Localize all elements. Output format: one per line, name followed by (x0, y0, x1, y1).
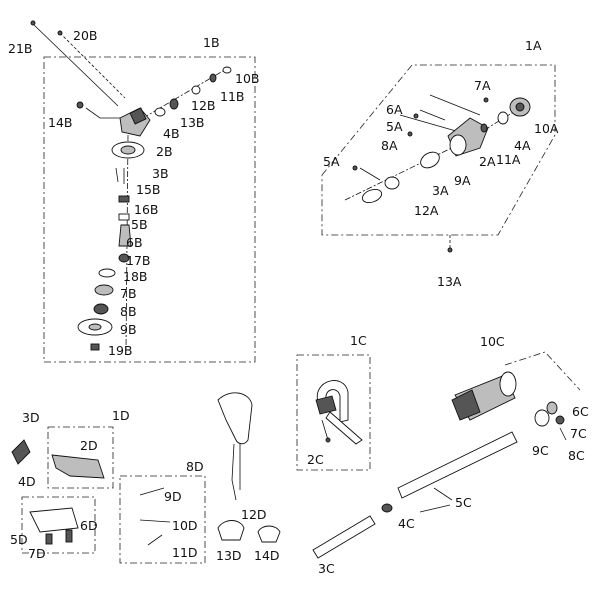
label-6b: 6B (126, 235, 143, 250)
label-14b: 14B (48, 115, 72, 130)
group-d: 3D 1D 2D 4D 6D 5D 7D 8D 9D 10D 11D 12D 1… (10, 392, 281, 564)
label-13a: 13A (437, 274, 462, 289)
group-1d-outline (47, 426, 114, 489)
label-11b: 11B (220, 89, 244, 104)
label-3d: 3D (22, 410, 40, 425)
label-9d: 9D (164, 489, 182, 504)
shaft-head-part (119, 107, 151, 137)
handle-part (315, 380, 363, 445)
label-10b: 10B (235, 71, 259, 86)
label-3b: 3B (152, 166, 169, 181)
gear-housing-parts (77, 141, 145, 351)
label-8b: 8B (120, 304, 137, 319)
label-5a-top: 5A (386, 119, 403, 134)
label-5c: 5C (455, 495, 472, 510)
group-1c-outline (296, 354, 371, 471)
label-5d: 5D (10, 532, 28, 547)
label-12b: 12B (191, 98, 215, 113)
label-21b: 21B (8, 41, 32, 56)
label-3a: 3A (432, 183, 449, 198)
guard-parts (11, 439, 105, 545)
goggles-part (217, 520, 281, 543)
label-2d: 2D (80, 438, 98, 453)
label-3c: 3C (318, 561, 335, 576)
tool-parts (139, 487, 171, 546)
label-2b: 2B (156, 144, 173, 159)
label-10a: 10A (534, 121, 559, 136)
label-9a: 9A (454, 173, 471, 188)
label-11a: 11A (496, 152, 521, 167)
label-4b: 4B (163, 126, 180, 141)
label-17b: 17B (126, 253, 150, 268)
label-5b: 5B (131, 217, 148, 232)
bearing-parts (30, 20, 232, 117)
coupling-parts (534, 401, 567, 441)
label-7c: 7C (570, 426, 587, 441)
label-12d: 12D (241, 507, 267, 522)
label-8c: 8C (568, 448, 585, 463)
group-c: 1C 2C 10C 6C 7C 9C 8C 5C 4C 3C (296, 333, 589, 576)
label-20b: 20B (73, 28, 97, 43)
group-1a-outline (321, 64, 556, 236)
clutch-parts (352, 97, 531, 253)
label-14d: 14D (254, 548, 280, 563)
group-1b-outline (43, 56, 256, 363)
label-6c: 6C (572, 404, 589, 419)
group-4d-outline (21, 496, 96, 554)
group-a: 1A 7A 6A 5A 10A 8A 4A 2A 11A 5A 9A 3A 12… (321, 38, 559, 289)
label-10c: 10C (480, 334, 505, 349)
label-13b: 13B (180, 115, 204, 130)
clutch-housing-part (447, 117, 489, 157)
label-7a: 7A (474, 78, 491, 93)
label-4d: 4D (18, 474, 36, 489)
label-12a: 12A (414, 203, 439, 218)
engine-coupling-part (451, 371, 517, 421)
label-4c: 4C (398, 516, 415, 531)
label-6d: 6D (80, 518, 98, 533)
label-2c: 2C (307, 452, 324, 467)
label-13d: 13D (216, 548, 242, 563)
label-1d: 1D (112, 408, 130, 423)
label-1a: 1A (525, 38, 542, 53)
label-16b: 16B (134, 202, 158, 217)
label-2a: 2A (479, 154, 496, 169)
group-b: 21B 20B 1B 10B 11B 12B 13B 4B 14B 2B 3B … (8, 20, 259, 363)
label-18b: 18B (123, 269, 147, 284)
label-6a: 6A (386, 102, 403, 117)
label-1b: 1B (203, 35, 220, 50)
label-19b: 19B (108, 343, 132, 358)
label-9b: 9B (120, 322, 137, 337)
label-5a: 5A (323, 154, 340, 169)
label-8d: 8D (186, 459, 204, 474)
drive-shaft-part (312, 431, 518, 559)
label-10d: 10D (172, 518, 198, 533)
label-11d: 11D (172, 545, 198, 560)
label-15b: 15B (136, 182, 160, 197)
label-4a: 4A (514, 138, 531, 153)
label-9c: 9C (532, 443, 549, 458)
group-8d-outline (119, 475, 206, 564)
label-1c: 1C (350, 333, 367, 348)
label-7b: 7B (120, 286, 137, 301)
label-7d: 7D (28, 546, 46, 561)
harness-part (217, 392, 253, 501)
label-8a: 8A (381, 138, 398, 153)
